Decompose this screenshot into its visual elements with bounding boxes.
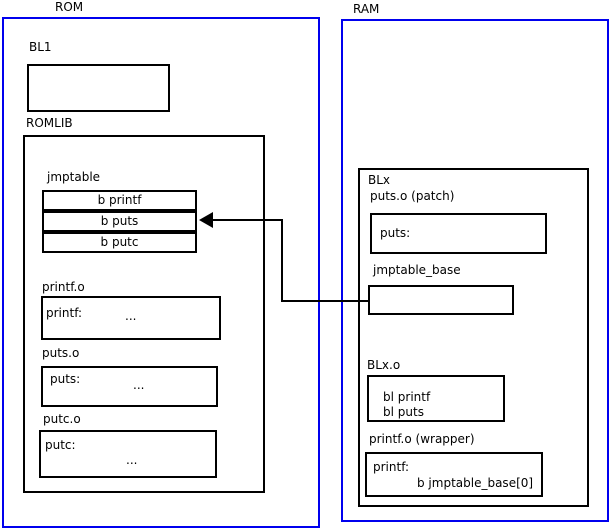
printf-symbol: printf: xyxy=(46,306,83,320)
jmptable-row-printf: b printf xyxy=(42,190,197,211)
bl1-label: BL1 xyxy=(29,40,52,54)
arrow-segment-vertical xyxy=(281,219,283,302)
romlib-label: ROMLIB xyxy=(26,116,73,130)
printf-wrapper-symbol: printf: xyxy=(373,460,410,474)
puts-patch-box: puts: xyxy=(370,213,547,254)
puts-patch-symbol: puts: xyxy=(380,226,411,240)
printf-wrapper-box: printf: b jmptable_base[0] xyxy=(365,452,543,497)
putc-symbol: putc: xyxy=(45,438,76,452)
arrow-segment-horizontal-upper xyxy=(211,219,283,221)
puts-o-label: puts.o xyxy=(42,346,80,360)
printf-o-label: printf.o xyxy=(42,280,85,294)
printf-ellipsis: ... xyxy=(125,309,137,323)
blx-o-label: BLx.o xyxy=(367,358,401,372)
puts-patch-label: puts.o (patch) xyxy=(370,189,455,203)
blx-o-line-printf: bl printf xyxy=(383,390,431,404)
printf-o-box: printf: ... xyxy=(41,296,221,340)
jmptable-row-puts: b puts xyxy=(42,211,197,232)
arrow-head-icon xyxy=(199,212,213,228)
printf-wrapper-branch: b jmptable_base[0] xyxy=(417,476,534,490)
putc-o-box: putc: ... xyxy=(39,430,217,478)
arrow-segment-horizontal-lower xyxy=(281,300,370,302)
puts-o-box: puts: ... xyxy=(41,366,218,407)
jmptable-base-label: jmptable_base xyxy=(373,263,461,277)
blx-label: BLx xyxy=(368,173,391,187)
jmptable-base-box xyxy=(368,285,514,315)
blx-o-box: bl printf bl puts xyxy=(367,375,505,422)
putc-o-label: putc.o xyxy=(43,412,81,426)
jmptable-label: jmptable xyxy=(47,170,101,184)
blx-o-line-puts: bl puts xyxy=(383,405,424,419)
bl1-box xyxy=(27,64,170,112)
ram-title: RAM xyxy=(353,2,380,16)
puts-ellipsis: ... xyxy=(133,378,145,392)
rom-title: ROM xyxy=(55,0,84,14)
printf-wrapper-label: printf.o (wrapper) xyxy=(369,432,475,446)
jmptable-row-putc: b putc xyxy=(42,232,197,253)
puts-symbol: puts: xyxy=(50,372,81,386)
putc-ellipsis: ... xyxy=(126,453,138,467)
